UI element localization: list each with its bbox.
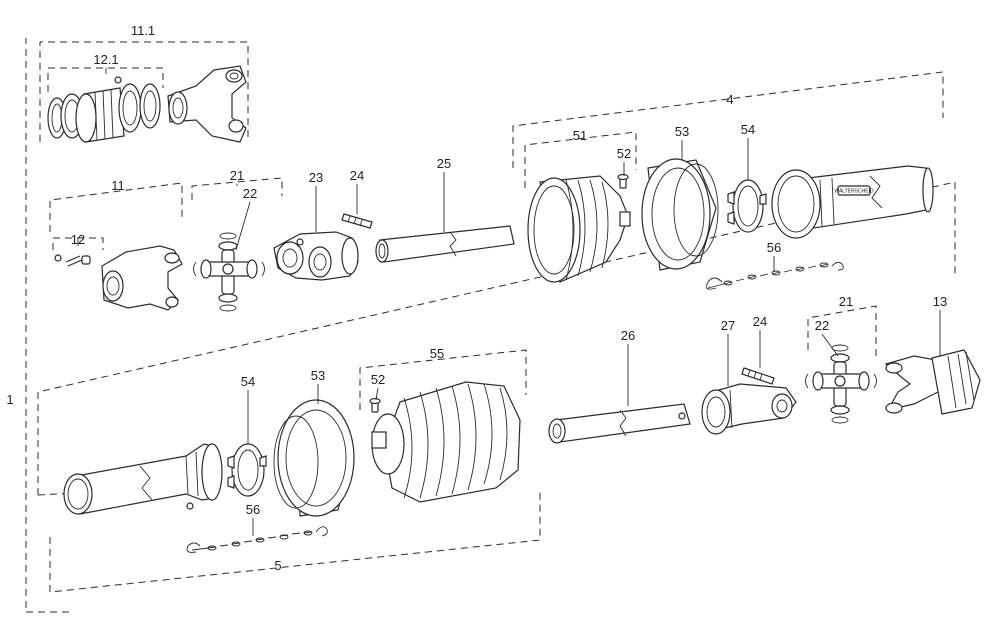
bearing-ring-53-top — [641, 158, 719, 271]
label-22-right: 22 — [815, 318, 829, 333]
bearing-ring-53-mid — [273, 399, 355, 517]
bellows-51-top — [527, 175, 631, 283]
label-52-top: 52 — [617, 146, 631, 161]
yoke-assembly-11-1 — [47, 65, 247, 143]
label-53-mid: 53 — [311, 368, 325, 383]
outer-tube-top: WALTERSCHEID — [771, 165, 934, 239]
spring-pin-24-mid — [741, 367, 775, 385]
screw-52-mid — [369, 397, 381, 413]
label-52-mid: 52 — [371, 372, 385, 387]
screw-52-top — [617, 173, 629, 189]
label-27: 27 — [721, 318, 735, 333]
label-12: 12 — [71, 232, 85, 247]
part-labels: 11.1 12.1 11 12 21 22 23 24 25 4 51 52 5… — [6, 23, 947, 573]
label-5: 5 — [274, 558, 281, 573]
label-1: 1 — [6, 392, 13, 407]
group-bracket-11-1 — [39, 41, 249, 142]
inner-profile-tube-25 — [375, 225, 515, 263]
safety-chain-56-top — [705, 261, 844, 290]
outer-yoke-13 — [884, 349, 981, 415]
group-bracket-55 — [359, 349, 527, 410]
label-24-mid: 24 — [753, 314, 767, 329]
label-51: 51 — [573, 128, 587, 143]
label-53-top: 53 — [675, 124, 689, 139]
cross-kit-21-top — [193, 232, 265, 312]
retaining-ring-54-top — [727, 179, 767, 233]
spring-pin-24-top — [341, 213, 373, 229]
label-56-bottom: 56 — [246, 502, 260, 517]
label-22-top: 22 — [243, 186, 257, 201]
label-25: 25 — [437, 156, 451, 171]
group-bracket-11 — [49, 182, 183, 232]
label-13: 13 — [933, 294, 947, 309]
label-21-top: 21 — [230, 168, 244, 183]
retaining-ring-54-mid — [227, 443, 267, 497]
leader-lines — [77, 68, 941, 536]
bellows-55-bottom — [371, 381, 521, 503]
label-54-top: 54 — [741, 122, 755, 137]
label-24-top: 24 — [350, 168, 364, 183]
safety-chain-56-bottom — [186, 526, 328, 553]
inner-tube-bottom — [63, 443, 223, 515]
label-11-1: 11.1 — [131, 23, 155, 38]
label-12-1: 12.1 — [93, 52, 118, 67]
group-bracket-5 — [49, 488, 541, 593]
inner-yoke-11 — [54, 245, 183, 311]
group-bracket-21-top — [191, 177, 283, 200]
label-26: 26 — [621, 328, 635, 343]
group-bracket-51 — [524, 131, 637, 188]
label-4: 4 — [726, 92, 733, 107]
label-23: 23 — [309, 170, 323, 185]
label-21-right: 21 — [839, 294, 853, 309]
group-bracket-12-1 — [47, 67, 164, 92]
label-11: 11 — [111, 178, 125, 193]
profile-yoke-27 — [701, 383, 797, 435]
cross-kit-21-right — [805, 344, 877, 424]
label-54-mid: 54 — [241, 374, 255, 389]
outer-profile-tube-26 — [548, 403, 691, 444]
label-56-top: 56 — [767, 240, 781, 255]
group-bracket-4 — [512, 71, 944, 168]
label-55: 55 — [430, 346, 444, 361]
tube-marking-text: WALTERSCHEID — [834, 189, 874, 195]
profile-yoke-23 — [273, 231, 359, 281]
group-bracket-21-right — [807, 305, 877, 356]
